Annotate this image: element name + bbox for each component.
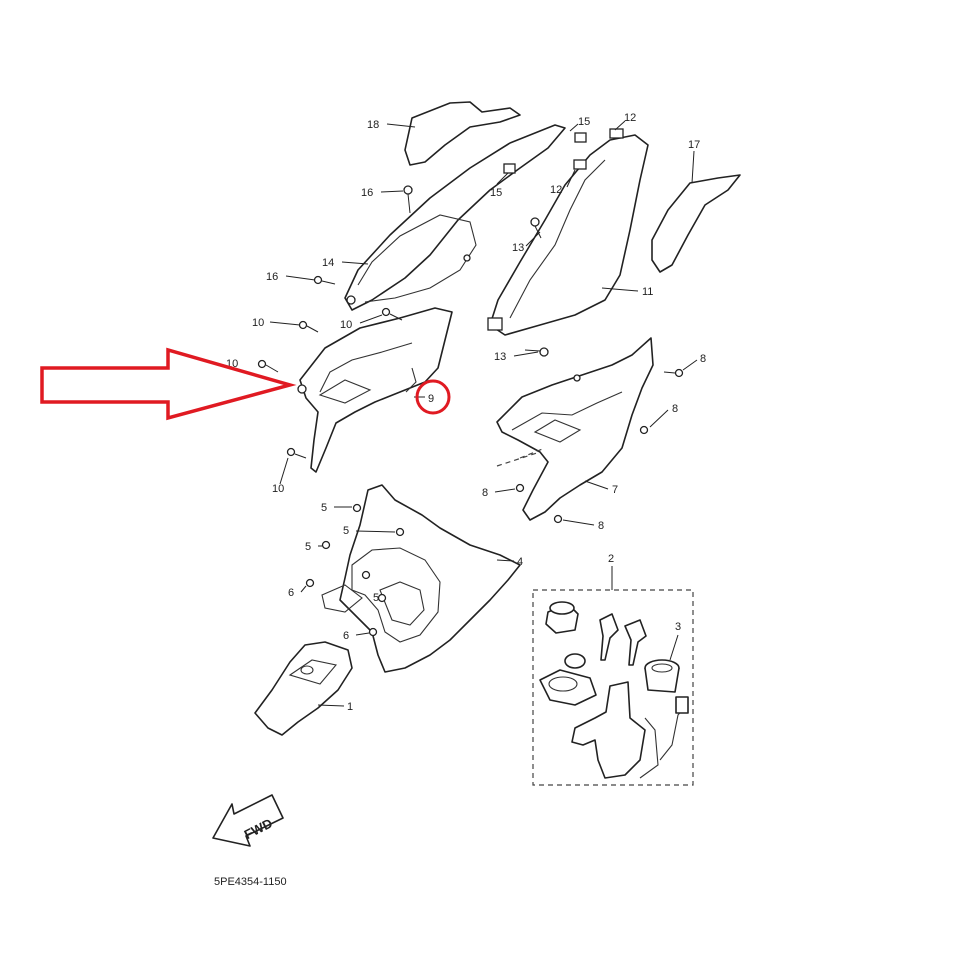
part-7-side-cover — [496, 337, 654, 521]
screws — [257, 185, 684, 637]
highlight-arrow-icon — [40, 347, 297, 421]
fwd-arrow-icon: FWD — [212, 794, 284, 847]
callout-16: 16 — [361, 187, 373, 199]
part-2-lock-set — [532, 589, 694, 786]
callouts: 18 15 12 17 16 15 12 13 14 16 11 10 10 1… — [226, 112, 706, 713]
callout-10: 10 — [340, 319, 352, 331]
part-11-side-cover — [487, 134, 649, 336]
part-9-side-cover — [297, 307, 453, 473]
callout-13: 13 — [494, 351, 506, 363]
callout-11: 11 — [642, 286, 653, 298]
callout-10: 10 — [252, 317, 264, 329]
hardware-clips — [503, 128, 624, 174]
part-3-cap — [644, 659, 680, 693]
callout-12: 12 — [624, 112, 636, 124]
callout-4: 4 — [517, 556, 523, 568]
callout-8: 8 — [482, 487, 488, 499]
callout-5: 5 — [373, 592, 379, 604]
callout-8: 8 — [672, 403, 678, 415]
callout-12: 12 — [550, 184, 562, 196]
part-4-inner-panel — [321, 484, 521, 673]
part-17-decal — [651, 174, 741, 273]
highlight-circle — [415, 379, 451, 415]
part-18-decal — [404, 101, 521, 166]
callout-1: 1 — [347, 701, 353, 713]
callout-6: 6 — [288, 587, 294, 599]
callout-5: 5 — [305, 541, 311, 553]
callout-14: 14 — [322, 257, 334, 269]
callout-3: 3 — [675, 621, 681, 633]
drawing-code: 5PE4354-1150 — [214, 876, 287, 888]
callout-7: 7 — [612, 484, 618, 496]
callout-8: 8 — [598, 520, 604, 532]
callout-5: 5 — [343, 525, 349, 537]
callout-18: 18 — [367, 119, 379, 131]
callout-17: 17 — [688, 139, 700, 151]
callout-6: 6 — [343, 630, 349, 642]
callout-2: 2 — [608, 553, 614, 565]
callout-15: 15 — [578, 116, 590, 128]
callout-9: 9 — [428, 393, 434, 405]
callout-13: 13 — [512, 242, 524, 254]
callout-15: 15 — [490, 187, 502, 199]
callout-10: 10 — [272, 483, 284, 495]
callout-5: 5 — [321, 502, 327, 514]
callout-8: 8 — [700, 353, 706, 365]
callout-16: 16 — [266, 271, 278, 283]
leader-lines — [269, 120, 698, 707]
part-1-under-cover — [254, 641, 353, 736]
